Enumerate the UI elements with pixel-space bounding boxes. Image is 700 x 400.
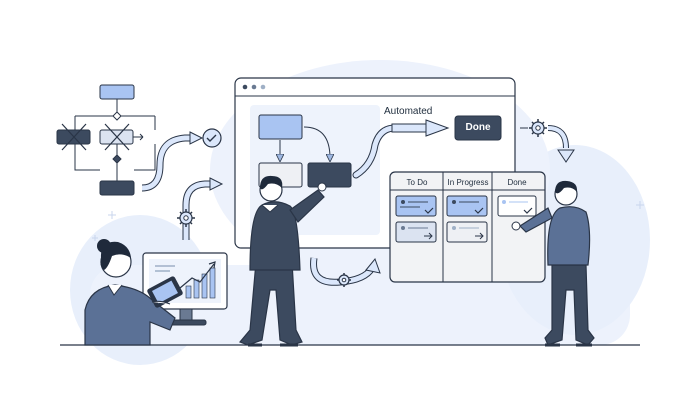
- window-dot-icon: [251, 84, 257, 90]
- arrow-down-icon: [557, 149, 575, 163]
- person-pointing: [238, 175, 327, 347]
- kanban-column-todo: To Do: [406, 178, 428, 187]
- gear-icon: [529, 119, 547, 137]
- check-icon: [523, 207, 533, 214]
- done-button-label: Done: [465, 122, 491, 133]
- automated-label: Automated: [384, 106, 433, 117]
- kanban-card: [446, 195, 488, 217]
- gear-icon: [337, 273, 351, 287]
- kanban-card: [446, 221, 488, 243]
- check-circle-icon: [202, 128, 222, 148]
- kanban-card: [497, 195, 537, 217]
- arrow-right-icon: [424, 232, 433, 240]
- person-with-tablet: [84, 239, 183, 346]
- sparkle-icon: [92, 201, 644, 241]
- gear-icon: [177, 209, 195, 227]
- kanban-board: [389, 171, 546, 283]
- arrow-right-icon: [475, 232, 484, 240]
- flow-step-box-active: [307, 162, 352, 188]
- window-dot-icon: [242, 84, 248, 90]
- person-at-board: [511, 180, 595, 347]
- arrow-right-icon: [425, 119, 450, 137]
- kanban-card: [395, 195, 437, 217]
- flowchart-diagram: [56, 84, 156, 196]
- check-icon: [474, 207, 484, 214]
- check-icon: [424, 207, 434, 214]
- done-button-shape: [454, 115, 502, 141]
- window-dot-icon: [260, 84, 266, 90]
- kanban-column-in-progress: In Progress: [447, 178, 489, 187]
- flow-step-box: [258, 114, 303, 140]
- kanban-card: [395, 221, 437, 243]
- kanban-column-done: Done: [507, 178, 527, 187]
- automated-flow: [352, 115, 502, 179]
